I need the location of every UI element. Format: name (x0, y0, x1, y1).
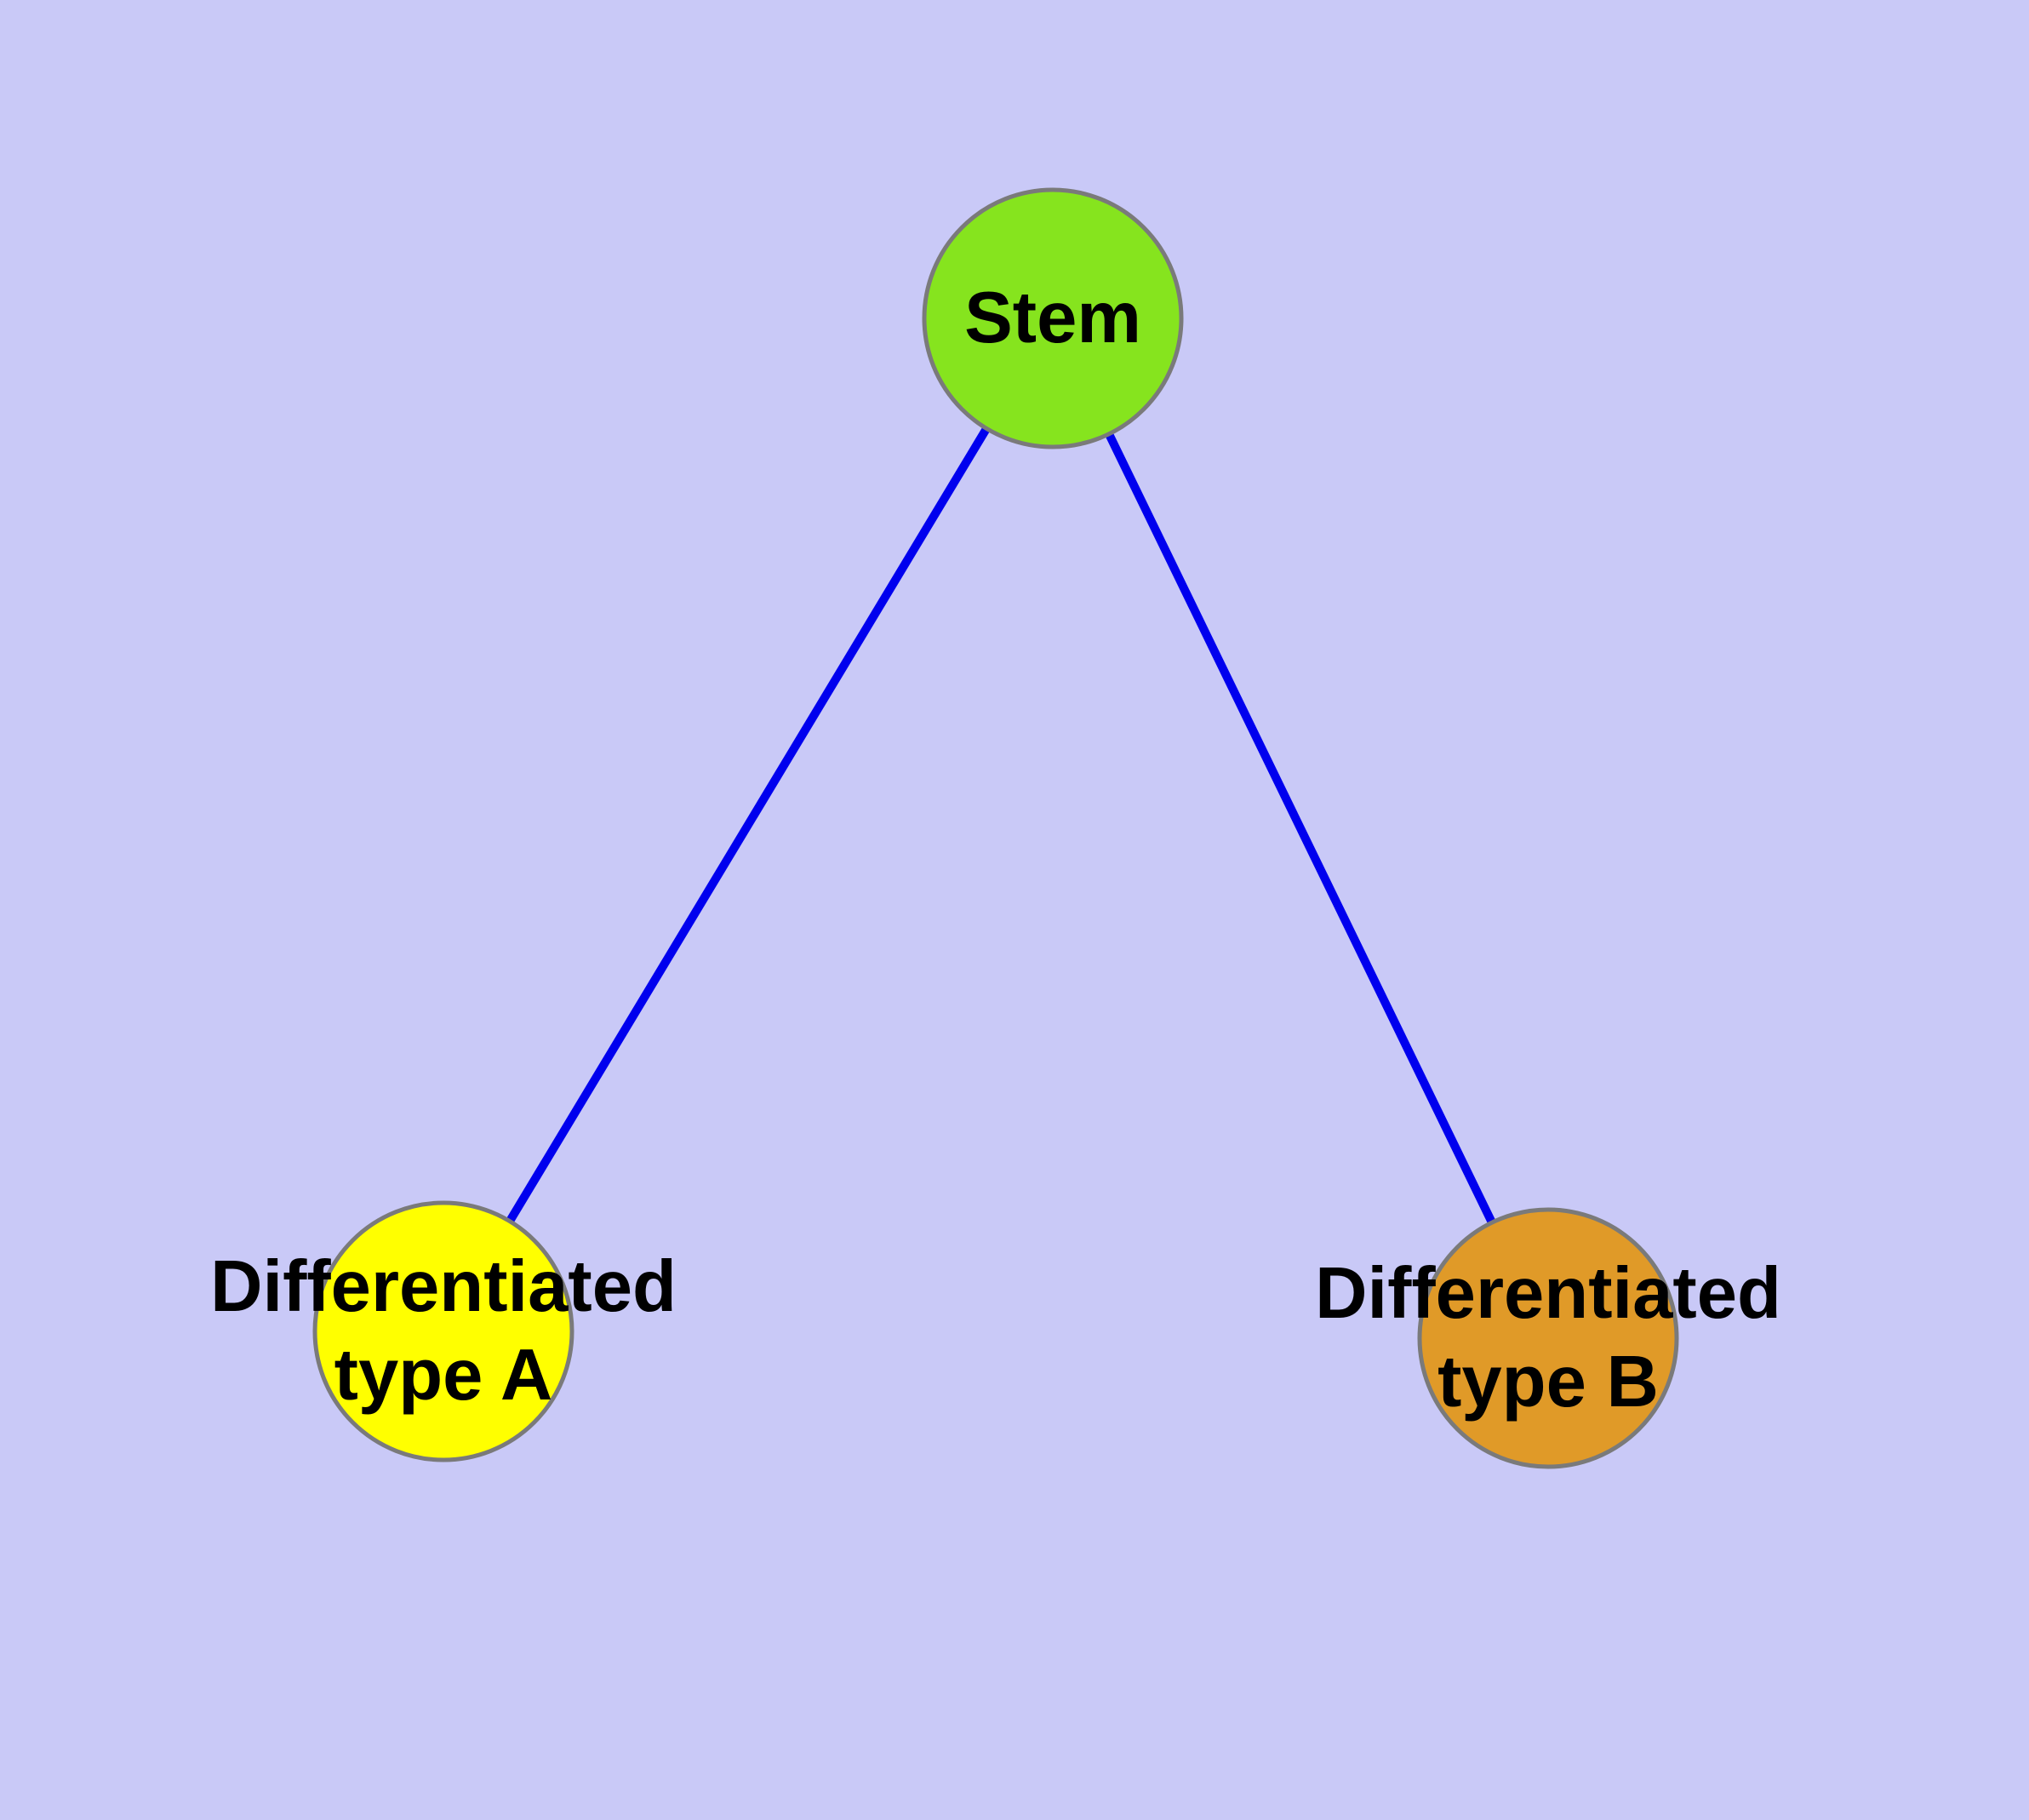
node-differentiated-type-b (1417, 1207, 1679, 1469)
node-type-a-label-line2: type A (334, 1335, 553, 1416)
node-type-b-label-line2: type B (1437, 1342, 1659, 1422)
node-stem-label-text: Stem (964, 278, 1141, 358)
edge-stem-to-type-b (1049, 316, 1552, 1341)
node-type-a-label-line1: Differentiated (210, 1246, 677, 1327)
edge-stem-to-type-a (439, 316, 1057, 1334)
node-type-a-label: Differentiated type A (210, 1243, 677, 1420)
node-type-b-label-line1: Differentiated (1315, 1253, 1781, 1334)
node-stem-label: Stem (964, 274, 1141, 363)
node-differentiated-type-a (312, 1200, 574, 1462)
node-type-b-label: Differentiated type B (1315, 1250, 1781, 1427)
node-stem (922, 187, 1184, 449)
